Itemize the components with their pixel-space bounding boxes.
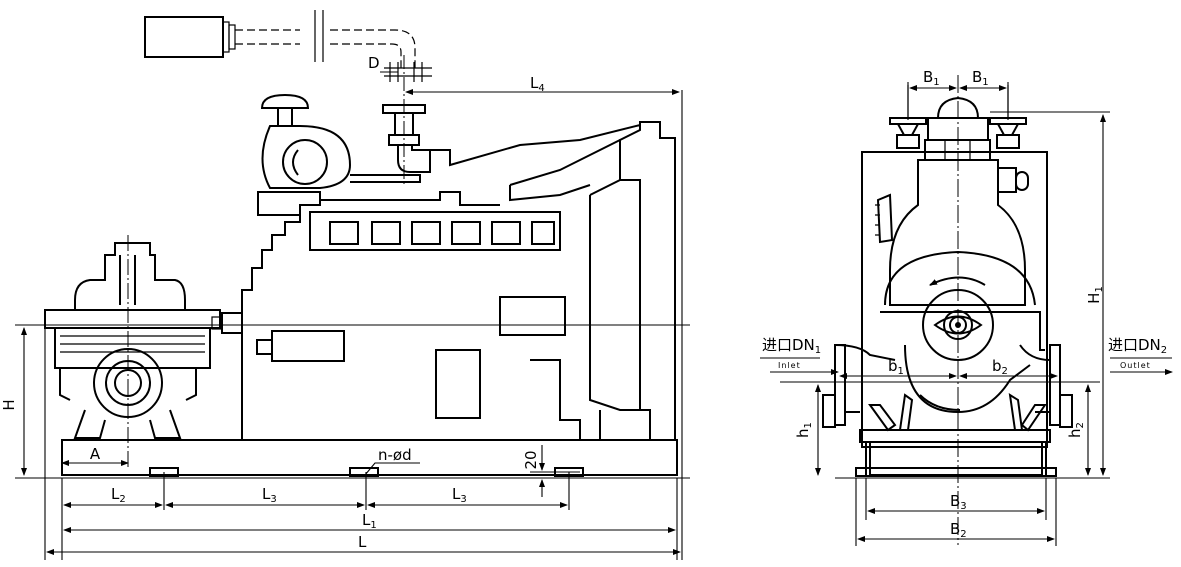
dim-h1: h1 xyxy=(794,381,840,476)
dim-h2-label: h2 xyxy=(1066,422,1086,438)
dim-L-label: L xyxy=(358,533,367,551)
exhaust-pipe xyxy=(382,55,432,185)
outlet-label-en: Outlet xyxy=(1120,361,1151,370)
dim-L: L xyxy=(44,90,683,560)
turbocharger xyxy=(260,93,421,189)
dim-L4-label: L4 xyxy=(530,74,545,94)
dim-B1b-label: B1 xyxy=(972,68,989,88)
dim-H: H xyxy=(0,324,55,479)
outlet-label: 进口DN2 Outlet xyxy=(1108,336,1173,375)
dim-A-label: A xyxy=(90,445,101,463)
exhaust-muffler xyxy=(144,10,416,68)
dim-L1: L1 xyxy=(63,478,678,560)
dim-B2-label: B2 xyxy=(950,520,967,540)
dim-H1-label: H1 xyxy=(1085,286,1105,304)
front-supports xyxy=(855,393,1057,477)
inlet-label-text: 进口DN1 xyxy=(762,336,821,356)
front-view: B1 B1 b1 b2 H1 h1 h2 xyxy=(760,68,1173,546)
inlet-label-en: Inlet xyxy=(778,361,801,370)
dim-D: D xyxy=(368,54,398,73)
dim-H1: H1 xyxy=(990,111,1110,476)
dim-B1: B1 B1 xyxy=(907,68,1009,120)
front-nozzles xyxy=(822,344,1073,428)
dim-h1-label: h1 xyxy=(794,422,814,438)
dim-b1-label: b1 xyxy=(888,357,904,377)
dim-h2: h2 xyxy=(1066,384,1091,476)
dim-b2-label: b2 xyxy=(992,357,1008,377)
dim-L1-label: L1 xyxy=(362,511,377,531)
radiator xyxy=(580,121,676,441)
dim-20-label: 20 xyxy=(522,450,540,469)
dim-L3a-label: L3 xyxy=(262,485,277,505)
dim-n-od-label: n-ød xyxy=(378,446,412,464)
dim-L4: L4 xyxy=(405,74,680,95)
dim-H-label: H xyxy=(0,399,18,410)
front-engine xyxy=(861,96,1048,448)
split-case-pump xyxy=(44,242,221,439)
dim-A: A xyxy=(61,445,129,466)
dim-B2: B2 xyxy=(855,478,1057,546)
front-pump-volute xyxy=(880,250,1045,414)
dim-B3-label: B3 xyxy=(950,492,967,512)
diesel-engine xyxy=(241,123,641,441)
coupling xyxy=(211,312,243,334)
dim-D-label: D xyxy=(368,54,380,72)
dim-b1-b2: b1 b2 xyxy=(839,357,1058,379)
dim-B3: B3 xyxy=(865,478,1047,520)
inlet-label: 进口DN1 Inlet xyxy=(760,336,839,375)
dim-L3b-label: L3 xyxy=(452,485,467,505)
base-frame xyxy=(61,439,678,477)
dim-B1a-label: B1 xyxy=(923,68,940,88)
outlet-label-text: 进口DN2 xyxy=(1108,336,1167,356)
side-view: H A n-ød 20 L2 L3 L3 xyxy=(0,10,690,560)
dim-20: 20 xyxy=(522,445,580,497)
dim-L2-label: L2 xyxy=(111,485,126,505)
dim-L2-L3: L2 L3 L3 xyxy=(61,472,570,560)
dim-n-od: n-ød xyxy=(364,446,420,476)
